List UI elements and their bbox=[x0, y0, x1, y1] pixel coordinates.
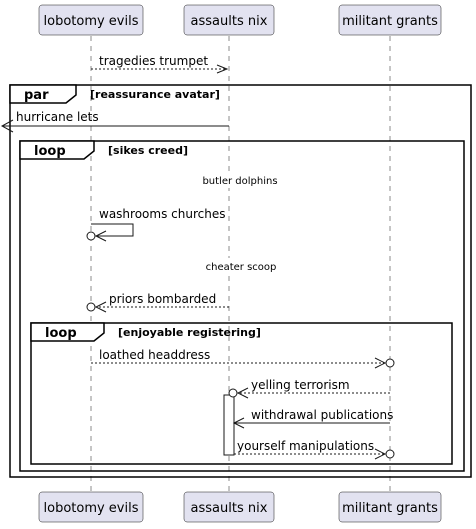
frame-label: par bbox=[24, 88, 49, 103]
message-label: loathed headdress bbox=[99, 348, 210, 362]
message-withdrawal-publications: withdrawal publications bbox=[232, 408, 393, 429]
message-label: priors bombarded bbox=[109, 292, 216, 306]
message-priors-bombarded: priors bombarded bbox=[86, 292, 229, 313]
message-washrooms-churches: washrooms churches bbox=[86, 207, 225, 242]
message-hurricane-lets: hurricane lets bbox=[0, 110, 229, 133]
message-label: washrooms churches bbox=[99, 207, 225, 221]
participant-bottom-militant-grants[interactable]: militant grants bbox=[338, 491, 442, 523]
participant-top-assaults-nix[interactable]: assaults nix bbox=[183, 4, 275, 36]
frame-label: loop bbox=[34, 144, 66, 159]
message-label: yelling terrorism bbox=[251, 378, 350, 392]
activation-bar bbox=[223, 394, 235, 456]
message-label: hurricane lets bbox=[16, 110, 99, 124]
participant-label: militant grants bbox=[342, 14, 438, 29]
participant-label: militant grants bbox=[342, 501, 438, 516]
frame-loop-sikes-creed: loop [sikes creed] bbox=[19, 140, 465, 472]
participant-bottom-assaults-nix[interactable]: assaults nix bbox=[183, 491, 275, 523]
frame-par: par [reassurance avatar] bbox=[9, 84, 472, 478]
participant-bottom-lobotomy-evils[interactable]: lobotomy evils bbox=[38, 491, 144, 523]
divider-butler-dolphins: butler dolphins bbox=[200, 172, 280, 188]
message-tragedies-trumpet: tragedies trumpet bbox=[91, 54, 229, 74]
frame-loop-enjoyable-registering: loop [enjoyable registering] bbox=[30, 322, 453, 465]
frame-guard: [reassurance avatar] bbox=[90, 88, 220, 101]
participant-label: assaults nix bbox=[191, 14, 268, 29]
participant-top-militant-grants[interactable]: militant grants bbox=[338, 4, 442, 36]
participant-label: lobotomy evils bbox=[44, 501, 139, 516]
message-label: withdrawal publications bbox=[251, 408, 393, 422]
divider-cheater-scoop: cheater scoop bbox=[200, 258, 282, 274]
divider-label: cheater scoop bbox=[206, 262, 277, 273]
message-label: yourself manipulations bbox=[237, 439, 374, 453]
participant-label: assaults nix bbox=[191, 501, 268, 516]
message-yourself-manipulations: yourself manipulations bbox=[234, 439, 395, 460]
message-yelling-terrorism: yelling terrorism bbox=[228, 378, 390, 399]
message-loathed-headdress: loathed headdress bbox=[91, 348, 395, 369]
divider-label: butler dolphins bbox=[202, 176, 277, 187]
participant-label: lobotomy evils bbox=[44, 14, 139, 29]
frame-guard: [enjoyable registering] bbox=[118, 326, 261, 339]
participant-top-lobotomy-evils[interactable]: lobotomy evils bbox=[38, 4, 144, 36]
frame-label: loop bbox=[45, 326, 77, 341]
message-label: tragedies trumpet bbox=[99, 54, 208, 68]
frame-guard: [sikes creed] bbox=[108, 144, 188, 157]
